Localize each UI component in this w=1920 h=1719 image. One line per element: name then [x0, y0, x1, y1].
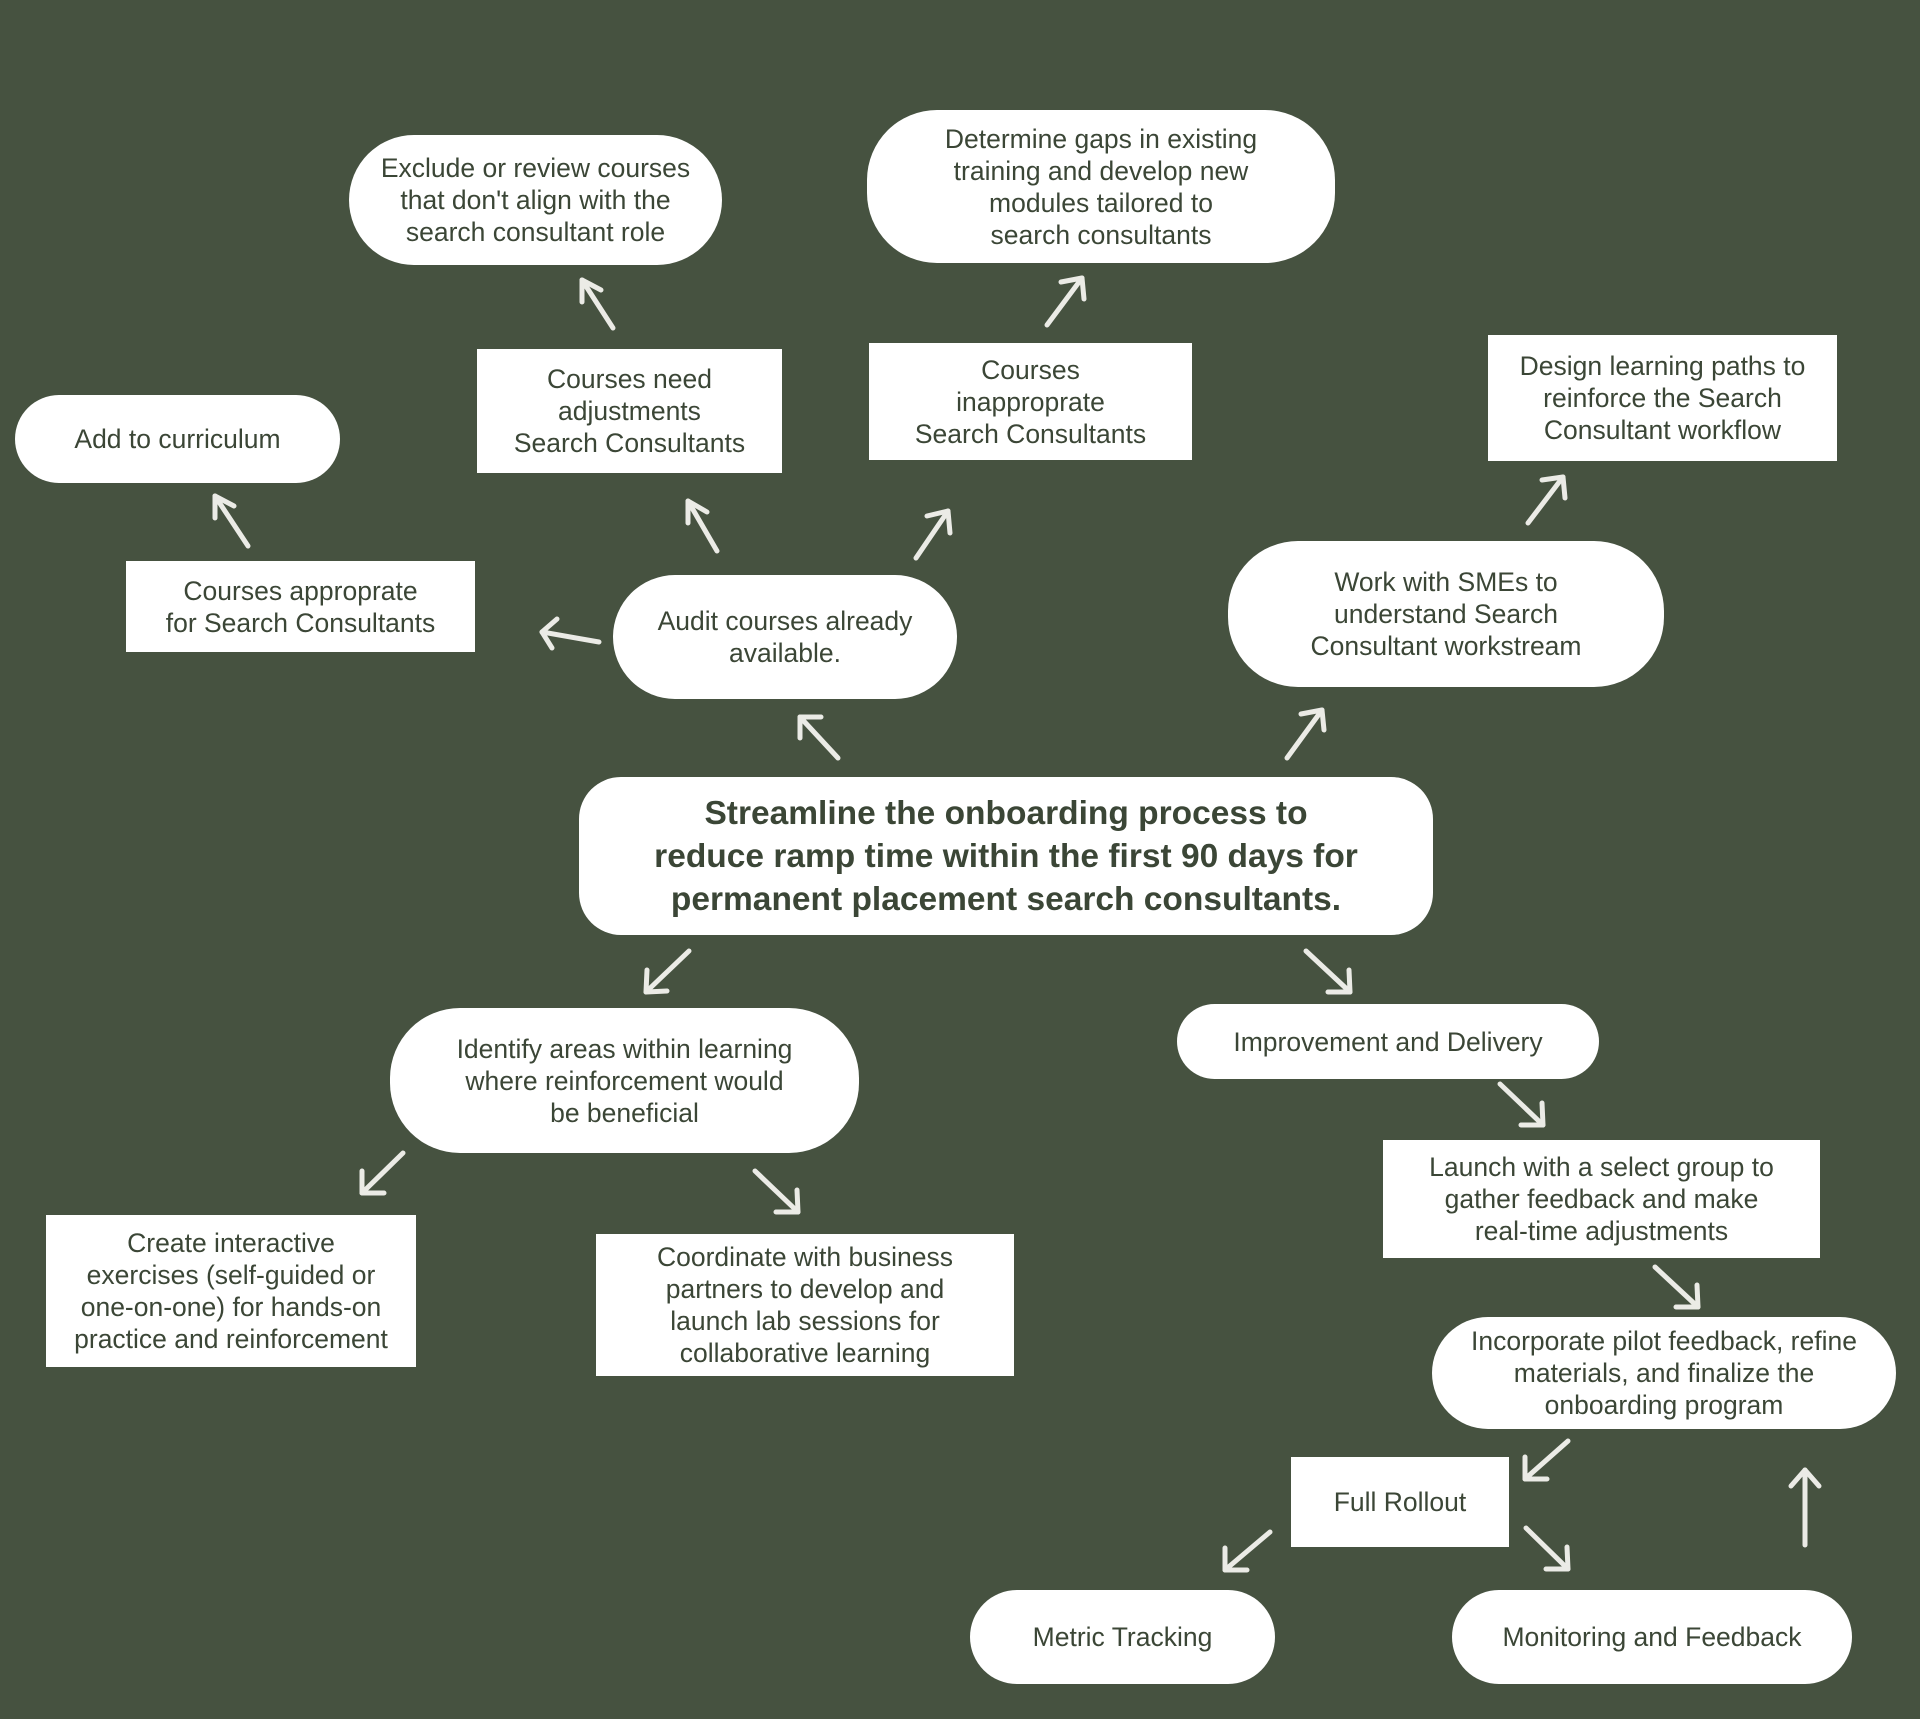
- arrow-adjustments-to-exclude: [579, 277, 616, 331]
- node-exclude-review: Exclude or review courses that don't ali…: [349, 135, 722, 265]
- arrow-appropriate-to-curriculum: [212, 493, 251, 549]
- node-central-goal: Streamline the onboarding process to red…: [579, 777, 1433, 935]
- arrow-monitoring-to-incorporate: [1788, 1467, 1822, 1548]
- node-metric-tracking: Metric Tracking: [970, 1590, 1275, 1684]
- arrow-launch-to-incorporate: [1652, 1264, 1701, 1310]
- node-coordinate-partners: Coordinate with business partners to dev…: [596, 1234, 1014, 1376]
- node-monitoring-feedback: Monitoring and Feedback: [1452, 1590, 1852, 1684]
- node-courses-inappropriate: Courses inapproprate Search Consultants: [869, 343, 1192, 460]
- node-courses-inappropriate-text: Courses inapproprate Search Consultants: [914, 354, 1147, 449]
- arrow-audit-to-adjustments: [685, 498, 720, 554]
- arrow-inappropriate-to-gaps: [1044, 275, 1087, 328]
- node-courses-need-adjustments: Courses need adjustments Search Consulta…: [477, 349, 782, 473]
- node-determine-gaps-text: Determine gaps in existing training and …: [944, 123, 1258, 250]
- node-improvement-delivery-text: Improvement and Delivery: [1233, 1026, 1543, 1057]
- node-audit-courses: Audit courses already available.: [613, 575, 957, 699]
- node-identify-areas: Identify areas within learning where rei…: [390, 1008, 859, 1153]
- node-add-curriculum: Add to curriculum: [15, 395, 340, 483]
- node-incorporate-feedback-text: Incorporate pilot feedback, refine mater…: [1471, 1326, 1857, 1420]
- node-full-rollout: Full Rollout: [1291, 1457, 1509, 1547]
- arrow-improvement-to-launch: [1497, 1081, 1546, 1128]
- node-courses-need-adjustments-text: Courses need adjustments Search Consulta…: [513, 364, 746, 458]
- arrow-audit-to-appropriate: [539, 616, 602, 651]
- node-design-learning-paths-text: Design learning paths to reinforce the S…: [1519, 351, 1806, 445]
- node-identify-areas-text: Identify areas within learning where rei…: [456, 1033, 793, 1128]
- arrow-identify-to-interactive: [359, 1150, 406, 1196]
- node-add-curriculum-text: Add to curriculum: [74, 424, 281, 454]
- node-courses-appropriate: Courses approprate for Search Consultant…: [126, 561, 475, 652]
- arrow-identify-to-coordinate: [752, 1168, 801, 1215]
- node-incorporate-feedback: Incorporate pilot feedback, refine mater…: [1432, 1317, 1896, 1429]
- arrow-central-to-smes: [1284, 707, 1327, 761]
- arrow-incorporate-to-rollout: [1522, 1438, 1571, 1482]
- arrow-smes-to-design: [1525, 474, 1568, 526]
- arrow-rollout-to-monitoring: [1523, 1525, 1571, 1572]
- node-launch-select-group: Launch with a select group to gather fee…: [1383, 1140, 1820, 1258]
- node-coordinate-partners-text: Coordinate with business partners to dev…: [656, 1242, 954, 1368]
- node-determine-gaps: Determine gaps in existing training and …: [867, 110, 1335, 263]
- node-central-goal-text: Streamline the onboarding process to red…: [654, 794, 1358, 918]
- node-create-interactive: Create interactive exercises (self-guide…: [46, 1215, 416, 1367]
- node-metric-tracking-text: Metric Tracking: [1032, 1622, 1213, 1652]
- node-full-rollout-text: Full Rollout: [1333, 1487, 1467, 1517]
- node-improvement-delivery: Improvement and Delivery: [1177, 1004, 1599, 1079]
- node-create-interactive-text: Create interactive exercises (self-guide…: [74, 1228, 388, 1354]
- node-courses-appropriate-text: Courses approprate for Search Consultant…: [165, 575, 436, 638]
- arrow-central-to-audit: [797, 714, 841, 761]
- node-audit-courses-text: Audit courses already available.: [657, 606, 913, 668]
- node-design-learning-paths: Design learning paths to reinforce the S…: [1488, 335, 1837, 461]
- node-work-with-smes: Work with SMEs to understand Search Cons…: [1228, 541, 1664, 687]
- node-work-with-smes-text: Work with SMEs to understand Search Cons…: [1310, 567, 1582, 661]
- arrow-rollout-to-metric: [1222, 1529, 1273, 1573]
- arrow-audit-to-inappropriate: [913, 508, 953, 561]
- arrow-central-to-identify: [643, 948, 692, 995]
- node-exclude-review-text: Exclude or review courses that don't ali…: [380, 153, 691, 247]
- node-monitoring-feedback-text: Monitoring and Feedback: [1502, 1622, 1802, 1652]
- node-launch-select-group-text: Launch with a select group to gather fee…: [1429, 1152, 1774, 1246]
- arrow-central-to-improvement: [1303, 948, 1353, 995]
